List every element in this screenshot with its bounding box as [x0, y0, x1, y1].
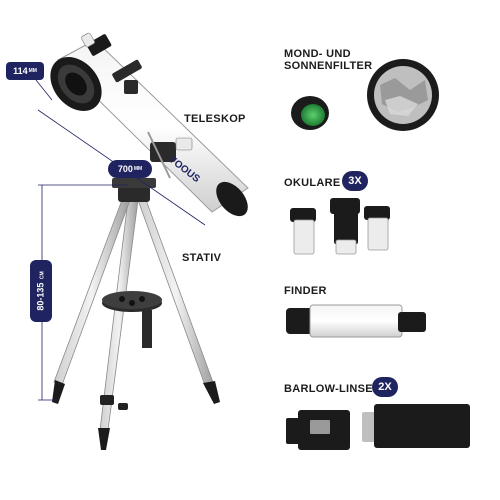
height-unit: CM	[40, 271, 47, 280]
barlow-count-badge: 2X	[372, 377, 398, 397]
aperture-badge: 114 MM	[6, 62, 44, 80]
finder-label: FINDER	[284, 285, 327, 297]
telescope-label: TELESKOP	[184, 113, 246, 125]
tripod-label: STATIV	[182, 252, 222, 264]
eyepieces-count-badge: 3X	[342, 171, 368, 191]
moon-filter	[291, 96, 329, 130]
height-value: 80-135	[36, 282, 47, 311]
eyepieces	[290, 198, 390, 255]
finder-scope	[286, 304, 426, 338]
eyepieces-label: OKULARE	[284, 177, 341, 189]
filters-label: MOND- UND SONNENFILTER	[284, 48, 372, 72]
aperture-value: 114	[13, 66, 28, 76]
tripod	[52, 178, 220, 450]
eyepieces-count: 3X	[348, 175, 362, 187]
barlow-count: 2X	[378, 381, 392, 393]
barlow-label: BARLOW-LINSE	[284, 383, 373, 395]
barlow-lenses	[286, 404, 470, 450]
filters-label-line2: SONNENFILTER	[284, 60, 373, 72]
sun-filter	[367, 59, 439, 131]
filters-label-line1: MOND- UND	[284, 48, 351, 60]
telescope	[50, 32, 249, 217]
focal-length-badge: 700 MM	[108, 160, 152, 178]
aperture-unit: MM	[28, 68, 37, 74]
height-badge: 80-135 CM	[30, 260, 52, 322]
focal-length-value: 700	[117, 164, 133, 174]
focal-length-unit: MM	[133, 166, 143, 172]
